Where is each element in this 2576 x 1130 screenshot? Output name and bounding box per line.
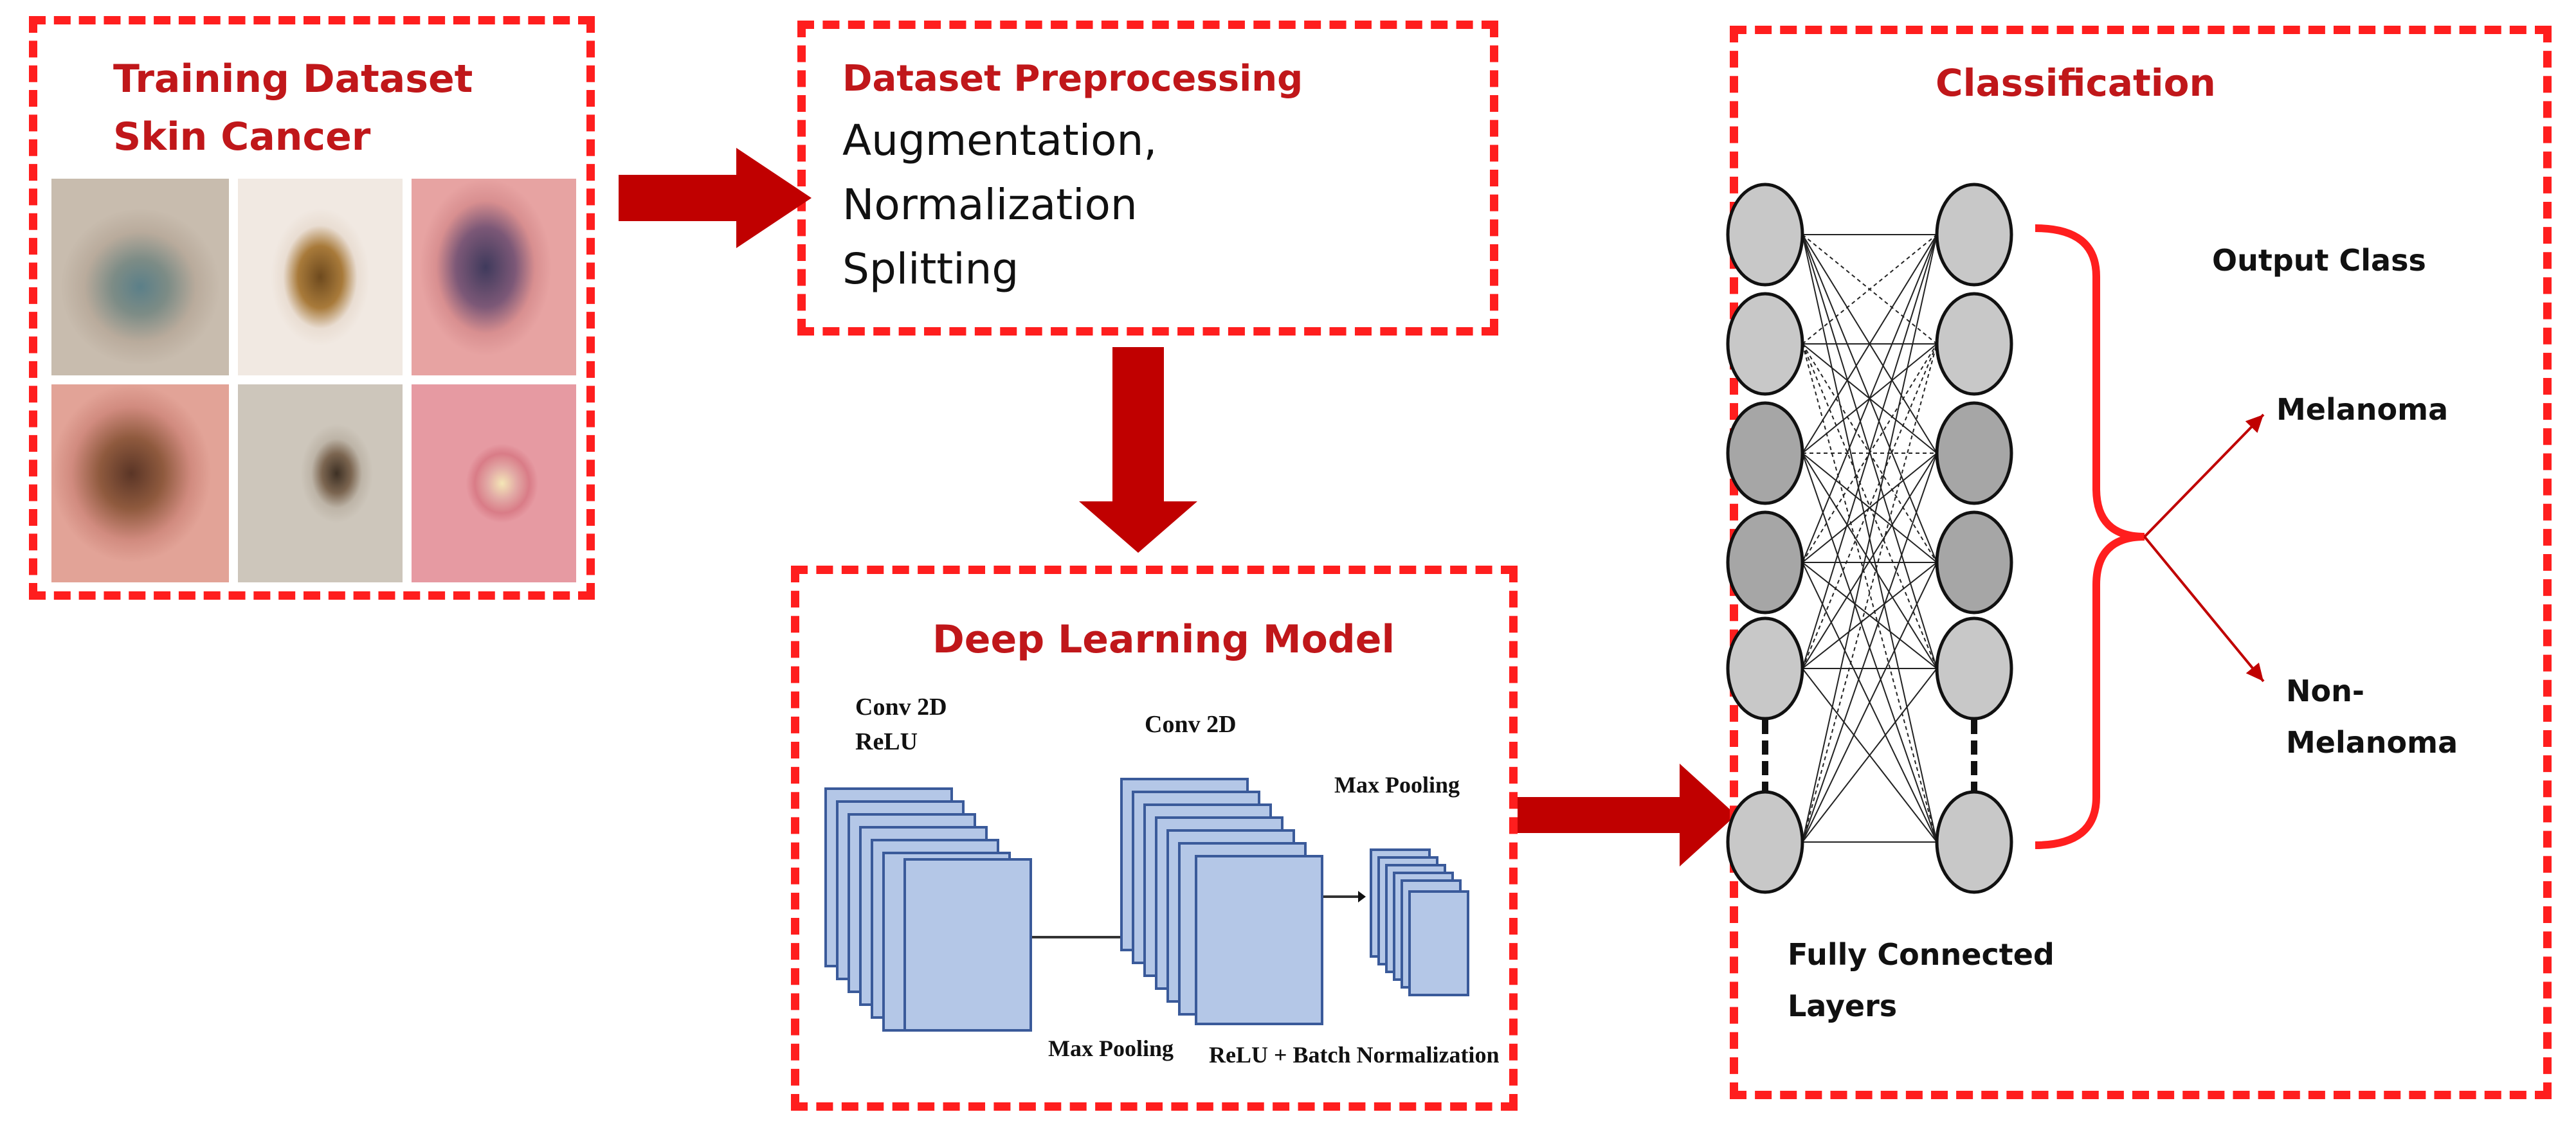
fc-layers-label-line2: Layers [1788, 989, 1898, 1023]
network-node [1726, 183, 1804, 287]
lesion-image-1 [50, 177, 230, 377]
output-bracket-and-arrows [2035, 224, 2265, 849]
network-connection [1802, 343, 1937, 669]
conv2-layer-front [1195, 855, 1323, 1025]
maxpool-label-bottom: Max Pooling [1048, 1036, 1174, 1061]
preprocessing-box [797, 21, 1498, 336]
network-connection [1802, 562, 1937, 669]
network-node [1935, 401, 2013, 505]
training-title-line2: Skin Cancer [113, 114, 371, 159]
network-node [1935, 790, 2013, 894]
preprocessing-item-splitting: Splitting [842, 244, 1019, 294]
network-connection [1802, 562, 1937, 843]
network-node [1726, 401, 1804, 505]
network-connection [1802, 234, 1937, 669]
class-non-melanoma-label-line2: Melanoma [2286, 725, 2458, 760]
network-connection [1802, 453, 1937, 563]
classification-title: Classification [1936, 61, 2216, 105]
network-node [1935, 292, 2013, 396]
conv1-label-line1: Conv 2D [855, 694, 947, 721]
lesion-image-3 [410, 177, 577, 377]
network-node [1726, 616, 1804, 721]
network-node [1935, 510, 2013, 614]
training-title-line1: Training Dataset [113, 57, 473, 102]
conv2-label: Conv 2D [1145, 711, 1237, 738]
conv1-label-line2: ReLU [855, 728, 918, 755]
preprocessing-item-augmentation: Augmentation, [842, 116, 1157, 165]
lesion-image-6 [410, 383, 577, 584]
network-connection [1802, 234, 1937, 454]
network-connection [1802, 234, 1937, 843]
network-node [1726, 510, 1804, 614]
network-connection [1802, 453, 1937, 843]
class-non-melanoma-label-line1: Non- [2286, 674, 2364, 708]
arrow-to-melanoma [2143, 413, 2265, 538]
maxpool-label-top: Max Pooling [1334, 772, 1460, 798]
lesion-image-5 [237, 383, 404, 584]
network-connection [1802, 234, 1937, 563]
arrow-to-melanoma-head [2245, 415, 2263, 433]
network-node [1726, 790, 1804, 894]
network-ellipsis-dashes [1762, 720, 1977, 791]
pool-layer-front [1408, 890, 1469, 996]
network-connection [1802, 234, 1937, 345]
conv1-layer-front [903, 858, 1032, 1032]
network-connections [1802, 234, 1937, 843]
lesion-image-4 [50, 383, 230, 584]
fc-layers-label-line1: Fully Connected [1788, 937, 2054, 972]
network-connection [1802, 453, 1937, 669]
class-melanoma-label: Melanoma [2276, 392, 2449, 427]
preprocessing-title: Dataset Preprocessing [842, 58, 1303, 100]
network-connection [1802, 343, 1937, 843]
relu-bn-label: ReLU + Batch Normalization [1209, 1042, 1500, 1068]
arrow-right-2 [1516, 764, 1736, 866]
network-node [1726, 292, 1804, 396]
arrow-to-non-melanoma-head [2245, 662, 2263, 681]
skin-lesion-image-grid [50, 177, 577, 584]
arrow-down [1079, 347, 1197, 553]
network-connection [1802, 668, 1937, 843]
output-class-label: Output Class [2212, 243, 2426, 278]
network-node [1935, 183, 2013, 287]
arrow-to-non-melanoma [2143, 535, 2265, 683]
network-connection [1802, 343, 1937, 669]
arrow-right-1 [619, 148, 812, 248]
network-nodes [1726, 183, 2013, 894]
model-title: Deep Learning Model [932, 617, 1395, 662]
lesion-image-2 [237, 177, 404, 377]
output-bracket [2035, 224, 2145, 849]
network-node [1935, 616, 2013, 721]
preprocessing-item-normalization: Normalization [842, 180, 1138, 229]
